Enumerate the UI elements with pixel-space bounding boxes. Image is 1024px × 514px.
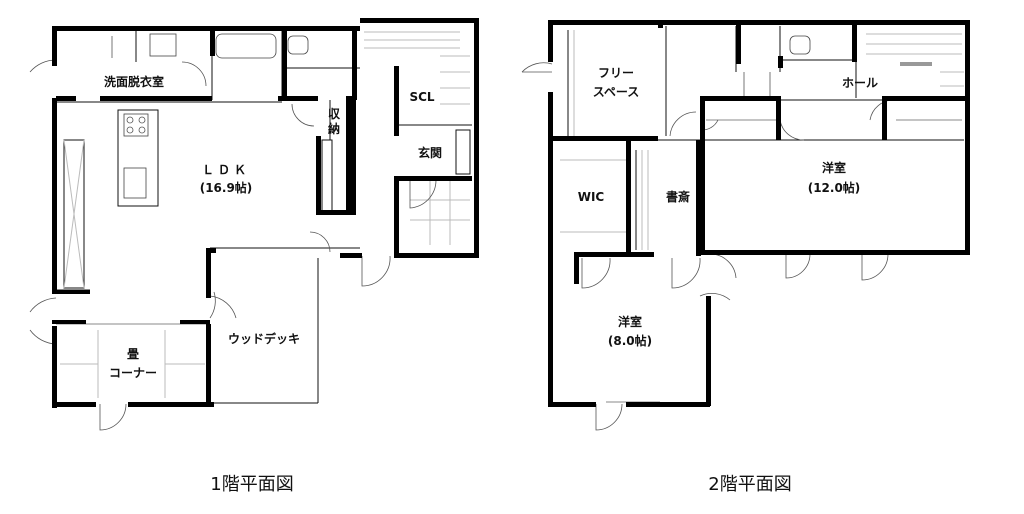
floor-1-door-swings [29,36,437,431]
room-label-storage-line1: 収 [328,107,341,121]
floor-1-caption: 1階平面図 [210,474,293,495]
floor-2-room-labels: フリー スペース ホール WIC 書斎 洋室 (12.0帖) 洋室 (8.0帖) [578,66,878,348]
room-label-western-large: 洋室 [822,160,846,175]
room-label-deck: ウッドデッキ [228,331,300,346]
floor-1-walls [52,18,479,408]
room-label-hall: ホール [842,76,878,90]
floor-1-room-labels: 洗面脱衣室 ＬＤＫ (16.9帖) 収 納 SCL 玄関 畳 コーナー ウッドデ… [104,74,442,380]
floor-2-caption: 2階平面図 [708,474,791,495]
room-label-tatami-line2: コーナー [109,366,157,380]
room-label-free-space-line2: スペース [593,85,640,99]
room-label-study: 書斎 [666,189,690,204]
room-label-scl: SCL [409,90,434,104]
room-label-ldk-size: (16.9帖) [200,180,253,195]
room-label-ldk: ＬＤＫ [202,163,250,177]
room-label-storage-line2: 納 [328,121,340,136]
room-label-western-large-size: (12.0帖) [808,180,861,195]
room-label-free-space-line1: フリー [598,66,634,80]
floor-2-walls [548,20,970,407]
room-label-wic: WIC [578,190,605,204]
floor-2-plan: フリー スペース ホール WIC 書斎 洋室 (12.0帖) 洋室 (8.0帖)… [521,20,970,495]
room-label-washroom: 洗面脱衣室 [104,74,164,89]
room-label-tatami-line1: 畳 [127,347,139,361]
room-label-entrance: 玄関 [418,145,442,160]
floor-1-plan: 洗面脱衣室 ＬＤＫ (16.9帖) 収 納 SCL 玄関 畳 コーナー ウッドデ… [29,18,479,495]
room-label-western-small-size: (8.0帖) [608,333,652,348]
floor-1-interior-lines [56,30,472,404]
room-label-western-small: 洋室 [618,314,642,329]
